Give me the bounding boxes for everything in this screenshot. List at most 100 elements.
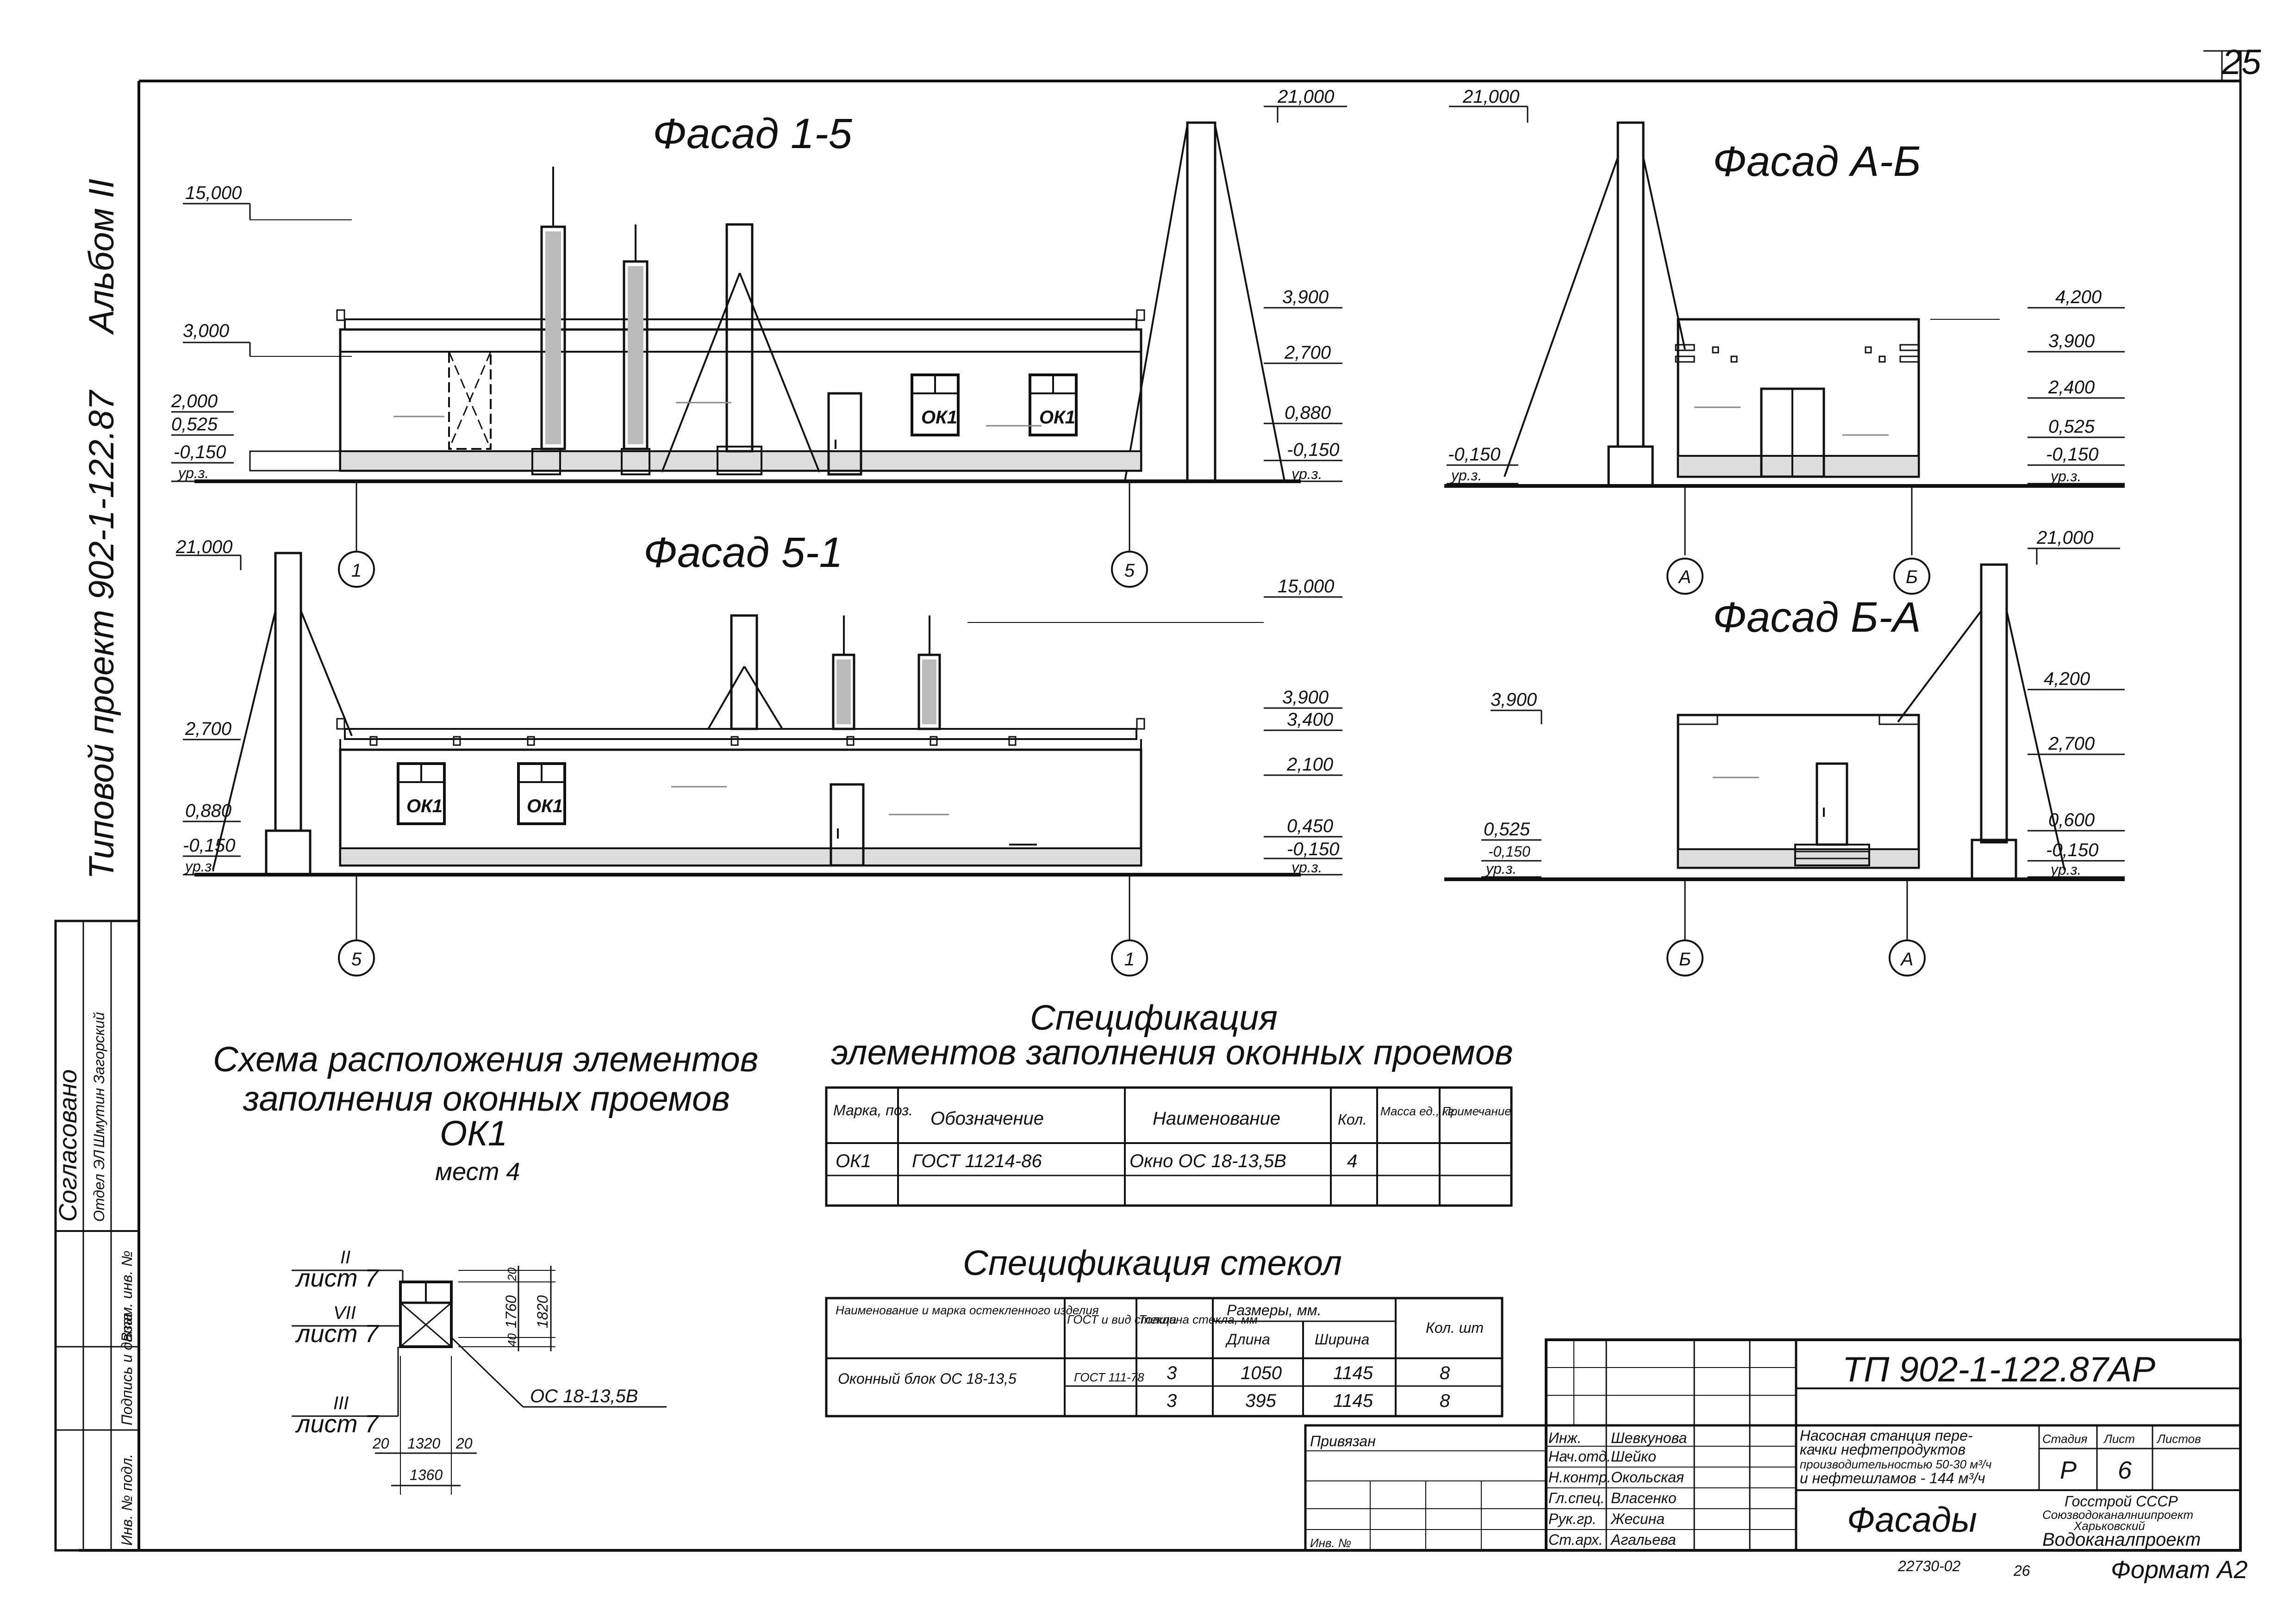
signer-label: Шмутин Загорский — [91, 1012, 107, 1148]
callout-sheet: лист 7 — [295, 1320, 379, 1348]
sheet-name: Фасады — [1847, 1500, 1977, 1540]
elevation-mark: -0,150 — [183, 835, 235, 856]
spec-header: Примечание — [1442, 1104, 1511, 1118]
elevation-mark: 21,000 — [175, 537, 232, 557]
elevation-mark: 0,880 — [185, 801, 231, 821]
spec-windows-subtitle: элементов заполнения оконных проемов — [831, 1033, 1513, 1072]
spec-cell: ГОСТ 111-78 — [1074, 1370, 1144, 1384]
window-label: ОК1 — [921, 407, 957, 428]
dimension: 1760 — [503, 1295, 519, 1328]
elevation-mark: 3,900 — [1491, 690, 1537, 710]
inv-label: Инв. № — [1310, 1536, 1351, 1550]
facade-b-a-title: Фасад Б-А — [1713, 594, 1921, 641]
spec-header: Обозначение — [930, 1108, 1044, 1129]
staff-name: Шевкунова — [1611, 1430, 1687, 1446]
spec-glass-title: Спецификация стекол — [963, 1244, 1342, 1283]
elevation-mark: 4,200 — [2044, 669, 2090, 689]
facade-5-1-title: Фасад 5-1 — [643, 529, 843, 576]
facade-b-a: Фасад Б-А 3,900 0,525 -0,150 ур.з. 21,00… — [1444, 528, 2125, 976]
axis-label: А — [1678, 567, 1691, 587]
staff-role: Н.контр. — [1548, 1469, 1611, 1486]
elevation-mark: 2,000 — [171, 391, 218, 411]
elevation-mark: 3,400 — [1287, 709, 1333, 730]
spec-windows-table: Спецификация элементов заполнения оконны… — [825, 998, 1513, 1207]
elevation-mark: -0,150 — [2046, 444, 2098, 465]
spec-cell: 4 — [1347, 1151, 1357, 1171]
object-name-line: производительностью 50-30 м³/ч — [1800, 1457, 1991, 1471]
elevation-mark: -0,150 — [174, 442, 226, 462]
ground-level-mark: ур.з. — [2050, 468, 2081, 485]
elevation-mark: 15,000 — [1278, 576, 1334, 597]
dimension: 20 — [505, 1268, 519, 1281]
elevation-mark: 4,200 — [2055, 287, 2102, 307]
elevation-mark: 2,100 — [1286, 754, 1333, 775]
elevation-mark: 15,000 — [185, 183, 242, 203]
callout-sheet: лист 7 — [295, 1410, 379, 1438]
staff-role: Гл.спец. — [1548, 1490, 1605, 1506]
ground-level-mark: ур.з. — [184, 858, 216, 875]
elevation-mark: 2,700 — [2048, 734, 2095, 754]
window-label: ОК1 — [406, 796, 443, 816]
staff-name: Власенко — [1611, 1490, 1677, 1506]
spec-header: Размеры, мм. — [1227, 1302, 1322, 1318]
ground-level-mark: ур.з. — [1485, 860, 1516, 877]
object-name-line: качки нефтепродуктов — [1800, 1441, 1965, 1458]
dimension: 20 — [372, 1435, 389, 1452]
spec-header: Толщина стекла, мм — [1139, 1312, 1258, 1326]
axis-label: Б — [1679, 949, 1691, 970]
elevation-mark: 2,700 — [185, 719, 231, 739]
staff-name: Жесина — [1610, 1511, 1665, 1527]
staff-role: Рук.гр. — [1548, 1511, 1597, 1527]
elevation-mark: 2,400 — [2048, 377, 2095, 398]
facade-a-b-title: Фасад А-Б — [1713, 138, 1921, 185]
spec-windows-title: Спецификация — [1030, 998, 1278, 1038]
elevation-mark: 21,000 — [1277, 87, 1334, 107]
spec-cell: 1050 — [1241, 1363, 1282, 1383]
object-name-line: Насосная станция пере- — [1800, 1427, 1973, 1444]
spec-header: Длина — [1225, 1331, 1270, 1348]
elevation-mark: -0,150 — [1488, 843, 1530, 860]
spec-header: Кол. — [1338, 1111, 1367, 1128]
spec-cell: 8 — [1440, 1391, 1450, 1411]
elevation-mark: -0,150 — [1448, 444, 1500, 465]
staff-role: Ст.арх. — [1548, 1531, 1603, 1548]
dimension: 20 — [455, 1435, 473, 1452]
project-code: ТП 902-1-122.87АР — [1842, 1350, 2155, 1389]
stamp-col-replace: Взам. инв. № — [119, 1250, 135, 1342]
dept-label: Отдел ЭЛ — [91, 1150, 107, 1222]
dimension: 40 — [505, 1333, 519, 1347]
tie-block: Привязан Инв. № — [1304, 1424, 1547, 1552]
project-label: Типовой проект 902-1-122.87 — [82, 389, 121, 879]
axis-label: А — [1900, 949, 1914, 970]
axis-label: 5 — [1124, 560, 1135, 581]
spec-glass-table: Спецификация стекол Наименование и марка… — [825, 1244, 1504, 1418]
spec-header: Кол. шт — [1426, 1319, 1484, 1336]
elevation-mark: 3,900 — [1282, 287, 1329, 307]
ground-level-mark: ур.з. — [1450, 467, 1482, 484]
elevation-mark: -0,150 — [1287, 839, 1339, 859]
spec-header: Марка, поз. — [833, 1102, 913, 1119]
elevation-mark: 0,525 — [1484, 819, 1530, 839]
spec-cell: 395 — [1245, 1391, 1276, 1411]
elevation-mark: 2,700 — [1284, 342, 1331, 363]
elevation-mark: 0,525 — [2048, 417, 2095, 437]
elevation-mark: -0,150 — [2046, 840, 2098, 860]
window-scheme: Схема расположения элементов заполнения … — [213, 1040, 758, 1495]
spec-cell: 1145 — [1333, 1363, 1373, 1383]
axis-label: 1 — [1124, 949, 1135, 970]
callout-sheet: лист 7 — [295, 1264, 379, 1292]
elevation-mark: 3,900 — [2048, 331, 2095, 351]
window-mark-callout: ОС 18-13,5В — [530, 1386, 638, 1406]
axis-label: 5 — [351, 949, 362, 970]
sheet-value: 6 — [2118, 1456, 2132, 1484]
format-label: Формат А2 — [2111, 1556, 2247, 1584]
dimension: 1360 — [410, 1467, 443, 1483]
sheet-header: Лист — [2103, 1432, 2135, 1446]
scheme-title-line: мест 4 — [435, 1158, 520, 1186]
spec-header: Наименование и марка остекленного издели… — [836, 1303, 1099, 1317]
callout-number: III — [333, 1393, 349, 1413]
spec-cell: ОК1 — [836, 1151, 871, 1171]
spec-cell: 8 — [1440, 1363, 1450, 1383]
